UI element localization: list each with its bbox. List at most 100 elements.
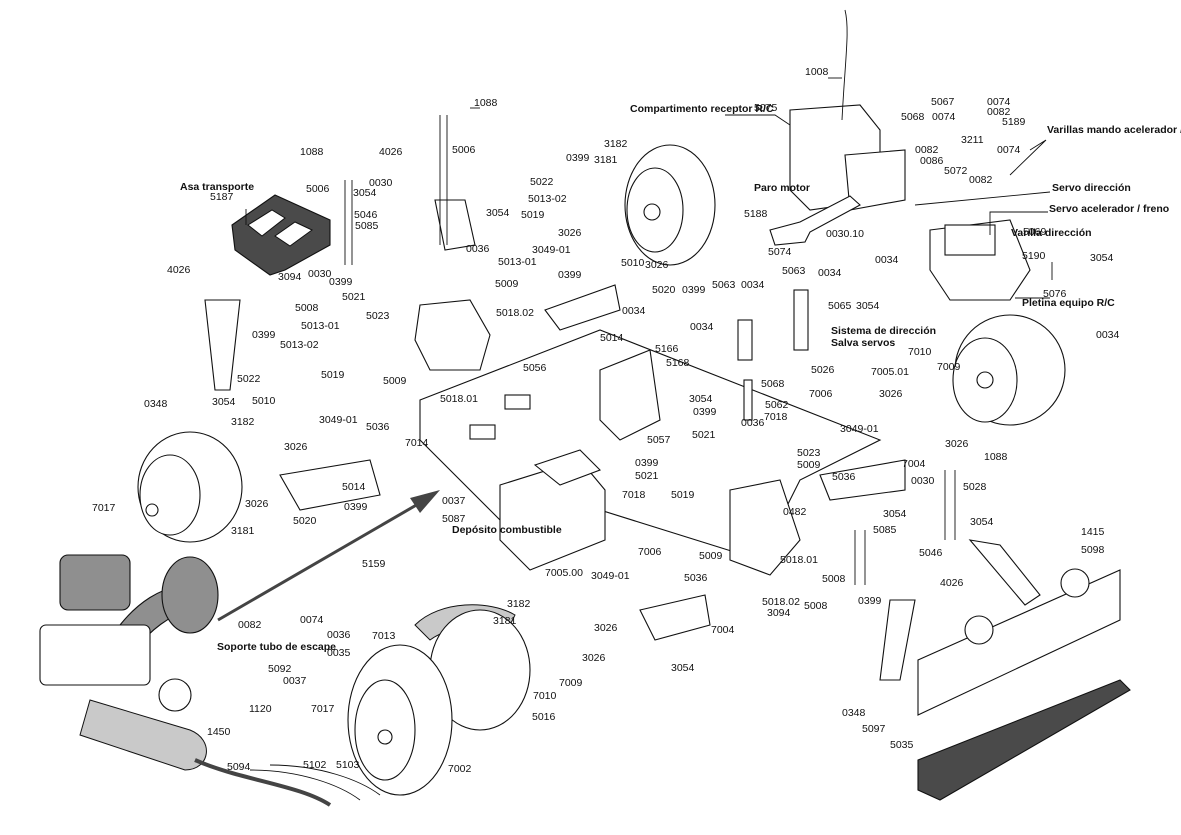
part-number-label: 5008 bbox=[804, 600, 828, 612]
fuel-hose bbox=[269, 764, 381, 796]
part-number-label: 5085 bbox=[355, 220, 379, 232]
part-number-label: 5036 bbox=[366, 421, 390, 433]
direction-arrow bbox=[217, 498, 426, 622]
carry-handle-hole bbox=[247, 209, 286, 237]
part-number-label: 5188 bbox=[744, 208, 768, 220]
part-number-label: 0399 bbox=[558, 269, 582, 281]
part-number-label: 0034 bbox=[875, 254, 899, 266]
wheel-hub bbox=[643, 203, 661, 221]
part-number-label: 3054 bbox=[689, 393, 713, 405]
part-number-label: 5020 bbox=[293, 515, 317, 527]
part-number-label: 5021 bbox=[342, 291, 366, 303]
part-number-label: 5063 bbox=[712, 279, 736, 291]
part-number-label: 4026 bbox=[940, 577, 964, 589]
part-number-label: 3054 bbox=[671, 662, 695, 674]
part-number-label: 0399 bbox=[635, 457, 659, 469]
part-number-label: 5006 bbox=[452, 144, 476, 156]
part-number-label: 1088 bbox=[474, 97, 498, 109]
plate-slot bbox=[504, 394, 531, 410]
part-number-label: 3094 bbox=[767, 607, 791, 619]
part-number-label: 1088 bbox=[300, 146, 324, 158]
fuel-hose bbox=[249, 769, 361, 801]
part-number-label: 5020 bbox=[652, 284, 676, 296]
part-number-label: 7009 bbox=[559, 677, 583, 689]
callout-label: Salva servos bbox=[831, 337, 896, 349]
part-number-label: 5046 bbox=[354, 209, 378, 221]
part-number-label: 7006 bbox=[809, 388, 833, 400]
part-number-label: 7004 bbox=[902, 458, 926, 470]
front-arm-left bbox=[639, 594, 711, 641]
part-number-label: 0074 bbox=[300, 614, 324, 626]
part-number-label: 3054 bbox=[1090, 252, 1114, 264]
part-number-label: 0399 bbox=[252, 329, 276, 341]
part-number-label: 5072 bbox=[944, 165, 968, 177]
part-number-label: 0034 bbox=[1096, 329, 1120, 341]
part-number-label: 5166 bbox=[655, 343, 679, 355]
part-number-label: 3182 bbox=[604, 138, 628, 150]
part-number-label: 7009 bbox=[937, 361, 961, 373]
part-number-label: 5014 bbox=[600, 332, 624, 344]
part-number-label: 5021 bbox=[635, 470, 659, 482]
callout-label: Pletina equipo R/C bbox=[1022, 297, 1115, 309]
front-shock-left bbox=[879, 599, 916, 681]
part-number-label: 5035 bbox=[890, 739, 914, 751]
part-number-label: 7010 bbox=[533, 690, 557, 702]
part-number-label: 5103 bbox=[336, 759, 360, 771]
part-number-label: 7010 bbox=[908, 346, 932, 358]
front-bulkhead bbox=[729, 479, 801, 576]
part-number-label: 1450 bbox=[207, 726, 231, 738]
receiver-lid bbox=[844, 149, 906, 211]
part-number-label: 4026 bbox=[379, 146, 403, 158]
part-number-label: 5075 bbox=[754, 102, 778, 114]
front-arm-right bbox=[819, 459, 906, 501]
carry-handle-hole bbox=[274, 221, 313, 247]
part-number-label: 0482 bbox=[783, 506, 807, 518]
shock-post bbox=[944, 470, 956, 540]
part-number-label: 5102 bbox=[303, 759, 327, 771]
part-number-label: 5189 bbox=[1002, 116, 1026, 128]
callout-label: Asa transporte bbox=[180, 181, 255, 193]
part-number-label: 0082 bbox=[969, 174, 993, 186]
part-number-label: 5022 bbox=[530, 176, 554, 188]
part-number-label: 5068 bbox=[901, 111, 925, 123]
part-number-label: 5013-01 bbox=[498, 256, 537, 268]
callout-label: Paro motor bbox=[754, 182, 811, 194]
part-number-label: 3054 bbox=[486, 207, 510, 219]
part-number-label: 5187 bbox=[210, 191, 234, 203]
part-number-label: 0036 bbox=[466, 243, 490, 255]
part-number-label: 5098 bbox=[1081, 544, 1105, 556]
callout-label: Compartimento receptor R/C bbox=[630, 103, 774, 115]
part-number-label: 0037 bbox=[442, 495, 466, 507]
part-number-label: 5023 bbox=[366, 310, 390, 322]
part-number-label: 0034 bbox=[741, 279, 765, 291]
part-number-label: 3026 bbox=[245, 498, 269, 510]
skid-plate bbox=[917, 679, 1131, 801]
part-number-label: 1415 bbox=[1081, 526, 1105, 538]
part-number-label: 5068 bbox=[761, 378, 785, 390]
part-number-label: 5094 bbox=[227, 761, 251, 773]
part-number-label: 5018.02 bbox=[762, 596, 800, 608]
part-number-label: 7014 bbox=[405, 437, 429, 449]
part-number-label: 4026 bbox=[167, 264, 191, 276]
part-number-label: 5065 bbox=[828, 300, 852, 312]
part-number-label: 3054 bbox=[856, 300, 880, 312]
part-number-label: 0036 bbox=[741, 417, 765, 429]
steering-post bbox=[743, 379, 753, 421]
clutch-bell bbox=[158, 678, 192, 712]
part-number-label: 7002 bbox=[448, 763, 472, 775]
part-number-label: 5006 bbox=[306, 183, 330, 195]
part-number-label: 0348 bbox=[144, 398, 168, 410]
part-number-label: 0034 bbox=[622, 305, 646, 317]
part-number-label: 0034 bbox=[818, 267, 842, 279]
servo bbox=[944, 224, 996, 256]
callout-label: Servo acelerador / freno bbox=[1049, 203, 1170, 215]
part-number-label: 5092 bbox=[268, 663, 292, 675]
part-number-label: 0030.10 bbox=[826, 228, 864, 240]
part-number-label: 3054 bbox=[970, 516, 994, 528]
engine-block bbox=[39, 624, 151, 686]
part-number-label: 5062 bbox=[765, 399, 789, 411]
part-number-label: 1008 bbox=[805, 66, 829, 78]
part-number-label: 5026 bbox=[811, 364, 835, 376]
part-number-label: 0074 bbox=[997, 144, 1021, 156]
part-number-label: 5023 bbox=[797, 447, 821, 459]
